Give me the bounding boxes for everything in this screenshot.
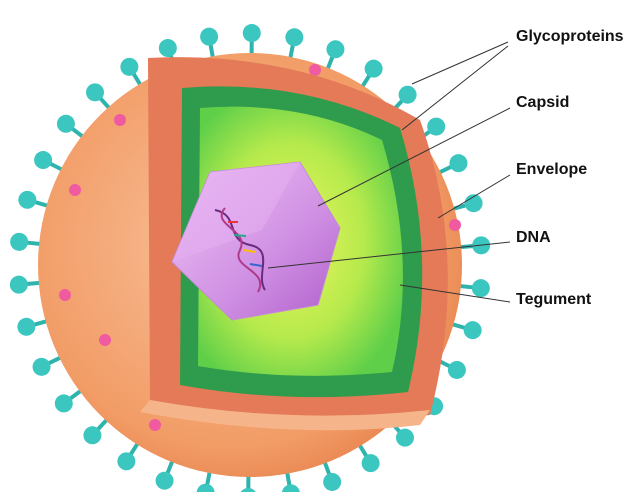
glycoprotein-spike — [117, 439, 141, 471]
glycoprotein-spike — [32, 354, 64, 376]
glycoprotein-spike — [54, 387, 85, 413]
glycoprotein-spike — [457, 236, 491, 255]
glycoprotein-spike — [86, 83, 113, 112]
dna-helix-icon — [214, 207, 266, 293]
pink-protein — [449, 219, 461, 231]
glycoprotein-spike — [120, 57, 144, 89]
envelope-cut-edge — [140, 400, 430, 431]
glycoprotein-spike — [56, 114, 87, 140]
glycoprotein-spike — [83, 416, 111, 445]
glycoprotein-spike — [324, 40, 345, 73]
glycoprotein-spike — [321, 458, 342, 491]
glycoprotein-spike — [200, 27, 219, 61]
label-tegument: Tegument — [516, 291, 592, 308]
label-glycoproteins: Glycoproteins — [516, 28, 624, 45]
glycoprotein-spike — [242, 24, 261, 58]
label-dna: DNA — [516, 229, 551, 246]
pink-protein — [59, 289, 71, 301]
glycoprotein-spike — [285, 28, 304, 62]
leader-lines — [267, 41, 511, 303]
pink-protein — [99, 334, 111, 346]
glycoprotein-spike — [9, 275, 43, 294]
glycoprotein-spike — [356, 441, 380, 473]
label-envelope: Envelope — [516, 161, 588, 178]
capsid-facet — [172, 162, 300, 262]
glycoprotein-spike — [10, 232, 44, 251]
glycoprotein-spike — [449, 321, 482, 340]
pink-protein — [69, 184, 81, 196]
glycoprotein-spike — [34, 151, 66, 173]
glycoprotein-spike — [18, 190, 51, 209]
glycoprotein-spike — [449, 194, 483, 213]
glycoprotein-spike — [155, 457, 176, 490]
pink-protein — [114, 114, 126, 126]
pink-protein — [309, 64, 321, 76]
label-capsid: Capsid — [516, 94, 570, 111]
glycoprotein-spike — [17, 317, 51, 336]
glycoprotein-spike — [359, 59, 383, 91]
glycoprotein-spike — [436, 154, 468, 176]
pink-protein — [149, 419, 161, 431]
